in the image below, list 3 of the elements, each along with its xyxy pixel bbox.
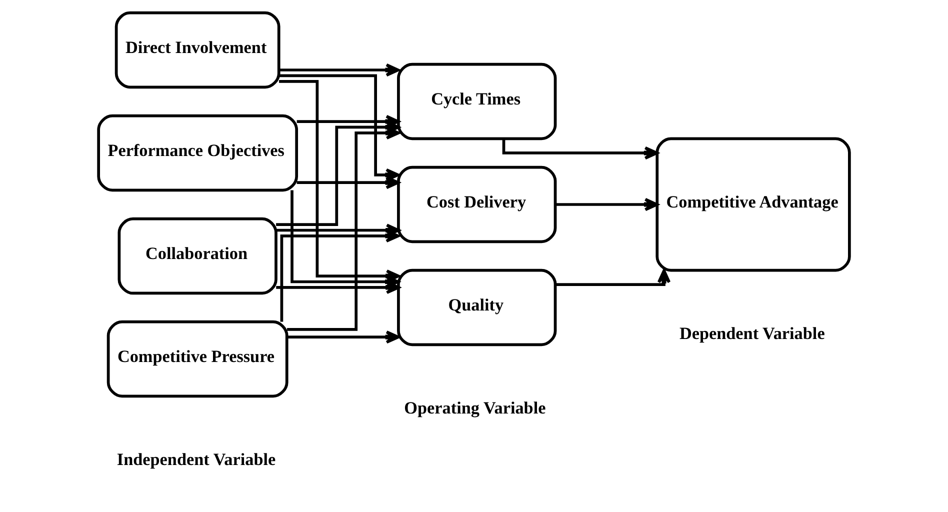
label: Operating Variable [404,398,546,418]
label: Dependent Variable [679,324,825,343]
label: Independent Variable [116,450,276,469]
